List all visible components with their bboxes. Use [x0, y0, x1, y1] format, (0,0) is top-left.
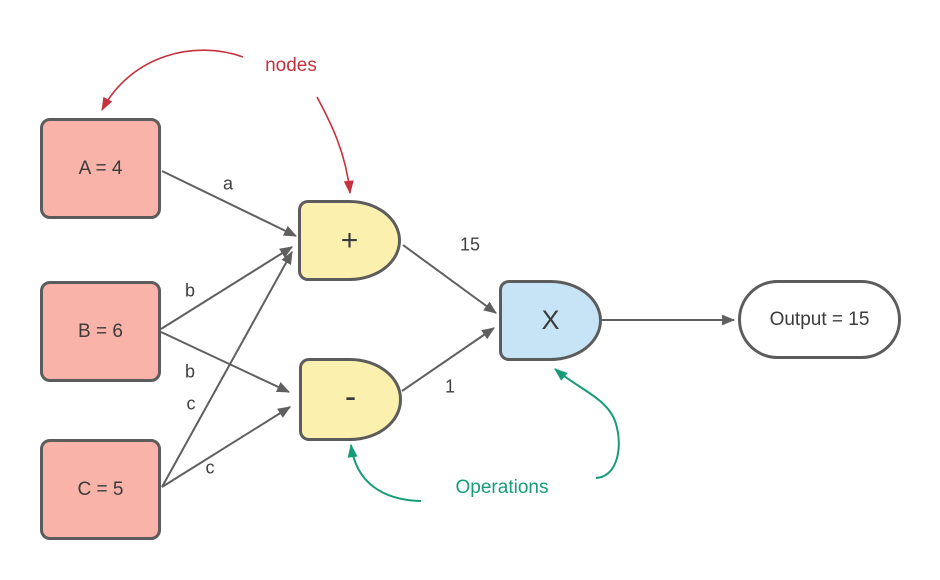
edge-label-a: a [222, 173, 234, 194]
annotation-arrow-nodes-to-input [101, 49, 244, 111]
edge-label-c-to-add: c [186, 393, 196, 414]
annotation-nodes: nodes [265, 55, 317, 76]
edge-label-b-to-add: b [184, 280, 196, 301]
input-node-c: C = 5 [40, 439, 161, 540]
operation-node-subtract: - [299, 358, 402, 441]
operation-node-multiply-label: X [541, 305, 560, 335]
operation-node-add-label: + [340, 223, 359, 257]
annotation-arrow-operations-to-multiply [554, 368, 620, 479]
output-node-label: Output = 15 [769, 308, 870, 330]
operation-node-subtract-label: - [344, 377, 357, 416]
edge-label-add-result: 15 [459, 234, 481, 255]
annotation-operations: Operations [455, 477, 549, 498]
annotation-arrow-operations-to-subtract [347, 443, 422, 502]
input-node-c-label: C = 5 [77, 478, 124, 500]
annotation-arrow-nodes-to-add [316, 96, 354, 195]
edge-add-to-multiply [402, 244, 497, 314]
input-node-a: A = 4 [40, 118, 161, 219]
operation-node-add: + [298, 200, 401, 281]
edge-a-to-add [161, 170, 297, 237]
operation-node-multiply: X [499, 280, 602, 361]
edge-label-c-to-subtract: c [205, 457, 215, 478]
edge-label-subtract-result: 1 [444, 376, 456, 397]
output-node: Output = 15 [738, 280, 901, 359]
edge-label-b-to-subtract: b [184, 361, 196, 382]
edge-b-to-subtract [160, 331, 290, 393]
edge-c-to-subtract [161, 406, 291, 488]
edge-subtract-to-multiply [401, 327, 495, 392]
edge-b-to-add [160, 246, 293, 330]
edge-c-to-add [161, 251, 293, 488]
input-node-b-label: B = 6 [78, 320, 123, 342]
input-node-b: B = 6 [40, 281, 161, 382]
input-node-a-label: A = 4 [78, 157, 123, 179]
